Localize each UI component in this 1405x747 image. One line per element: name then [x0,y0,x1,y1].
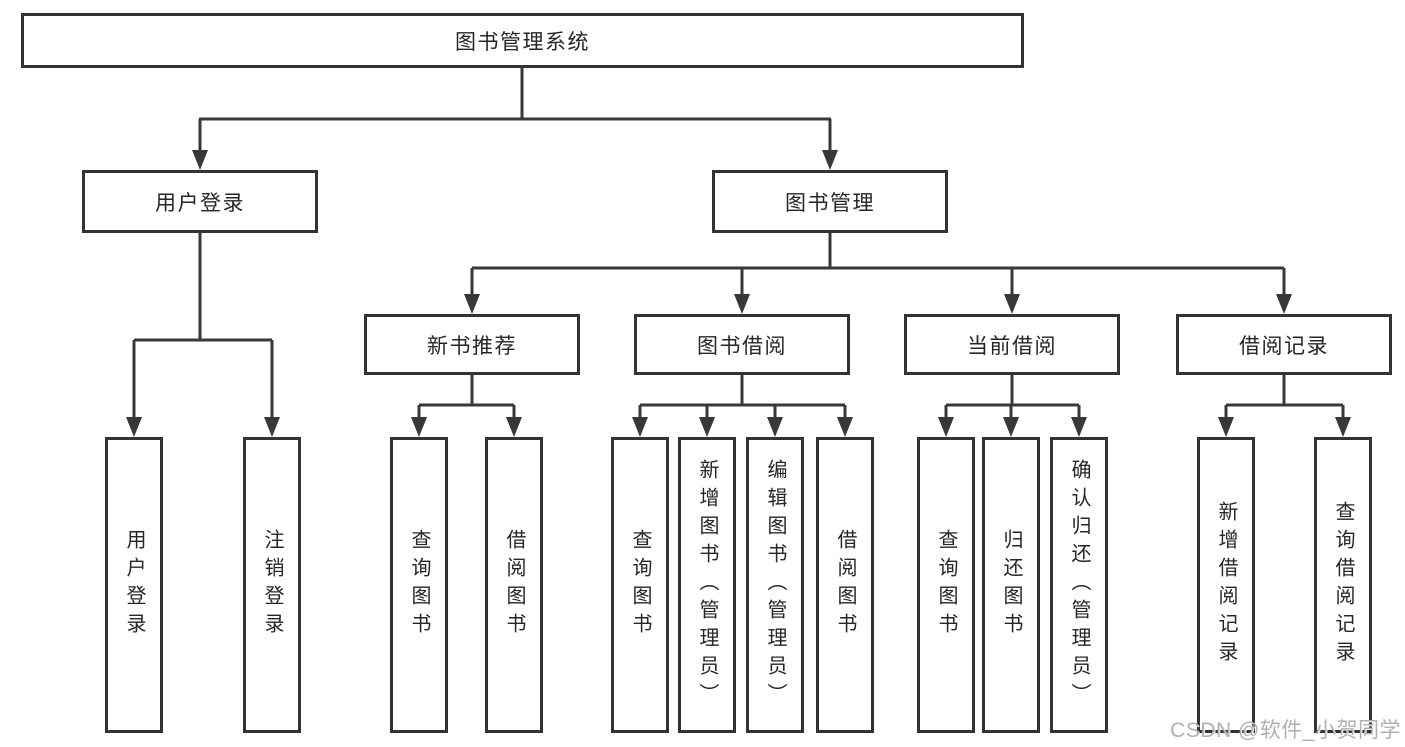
node-borrowing-records: 借阅记录 [1176,314,1392,375]
node-new-book-recommendation: 新书推荐 [364,314,580,375]
node-label: 新增图书（管理员） [696,459,718,711]
node-label: 查询图书 [408,529,430,641]
leaf-return-books: 归还图书 [982,437,1040,733]
node-label: 用户登录 [155,191,245,215]
node-label: 确认归还（管理员） [1068,459,1090,711]
node-label: 查询图书 [629,529,651,641]
leaf-current-query-books: 查询图书 [917,437,975,733]
node-label: 归还图书 [1000,529,1022,641]
node-label: 图书管理 [785,191,875,215]
leaf-query-borrow-record: 查询借阅记录 [1314,437,1372,733]
node-user-login-group: 用户登录 [82,170,318,233]
leaf-borrow-query-books: 查询图书 [611,437,669,733]
node-label: 图书借阅 [697,334,787,358]
node-library-management-system: 图书管理系统 [21,13,1024,68]
node-label: 借阅记录 [1239,334,1329,358]
node-label: 借阅图书 [834,529,856,641]
node-label: 新书推荐 [427,334,517,358]
node-book-borrowing: 图书借阅 [634,314,850,375]
node-current-borrowing: 当前借阅 [904,314,1120,375]
csdn-watermark: CSDN @软件_小贺同学 [1170,719,1401,742]
node-label: 当前借阅 [967,334,1057,358]
node-label: 新增借阅记录 [1215,501,1237,669]
leaf-recommend-borrow-books: 借阅图书 [485,437,543,733]
node-label: 借阅图书 [503,529,525,641]
leaf-borrow-books: 借阅图书 [816,437,874,733]
leaf-recommend-query-books: 查询图书 [390,437,448,733]
leaf-user-login: 用户登录 [105,437,163,733]
leaf-confirm-return-admin: 确认归还（管理员） [1050,437,1108,733]
leaf-add-borrow-record: 新增借阅记录 [1197,437,1255,733]
node-label: 查询借阅记录 [1332,501,1354,669]
node-label: 用户登录 [123,529,145,641]
node-label: 注销登录 [261,529,283,641]
node-label: 编辑图书（管理员） [764,459,786,711]
node-label: 查询图书 [935,529,957,641]
node-label: 图书管理系统 [455,30,590,54]
leaf-logout: 注销登录 [243,437,301,733]
leaf-edit-books-admin: 编辑图书（管理员） [746,437,804,733]
leaf-add-books-admin: 新增图书（管理员） [678,437,736,733]
node-book-management: 图书管理 [712,170,948,233]
